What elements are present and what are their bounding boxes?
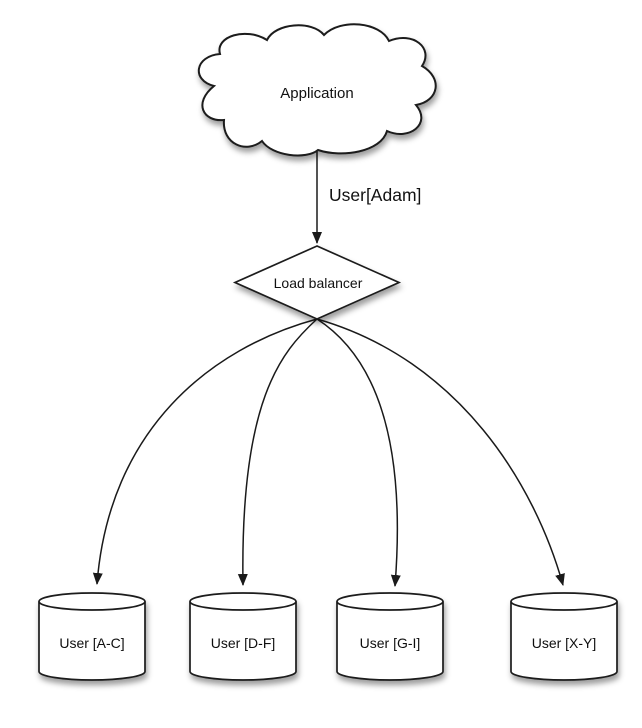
database-node-a-c: User [A-C]	[38, 592, 146, 681]
cylinder-shape	[189, 601, 297, 681]
arrow-loadbalancer-to-db-df	[237, 318, 318, 586]
load-balancer-node: Load balancer	[232, 245, 402, 320]
diamond-shape	[232, 245, 402, 320]
cloud-shape	[197, 23, 437, 157]
arrow-loadbalancer-to-db-xy	[316, 318, 565, 586]
application-node: Application	[197, 23, 437, 157]
cylinder-top	[510, 592, 618, 611]
db-ac-label: User [A-C]	[59, 635, 124, 651]
edge-group	[92, 146, 565, 587]
cylinder-top	[189, 592, 297, 611]
cylinder-shape	[510, 601, 618, 681]
cylinder-top	[38, 592, 146, 611]
cylinder-shape	[336, 601, 444, 681]
arrow-loadbalancer-to-db-ac	[92, 318, 318, 585]
arrow-loadbalancer-to-db-gi	[316, 318, 401, 587]
cylinder-top	[336, 592, 444, 611]
db-gi-label: User [G-I]	[360, 635, 421, 651]
database-node-g-i: User [G-I]	[336, 592, 444, 681]
edge-label-user-adam: User[Adam]	[329, 185, 421, 205]
cylinder-shape	[38, 601, 146, 681]
db-xy-label: User [X-Y]	[532, 635, 597, 651]
db-df-label: User [D-F]	[211, 635, 276, 651]
database-node-d-f: User [D-F]	[189, 592, 297, 681]
database-node-x-y: User [X-Y]	[510, 592, 618, 681]
load-balancer-label: Load balancer	[274, 275, 363, 291]
application-label: Application	[280, 85, 353, 102]
